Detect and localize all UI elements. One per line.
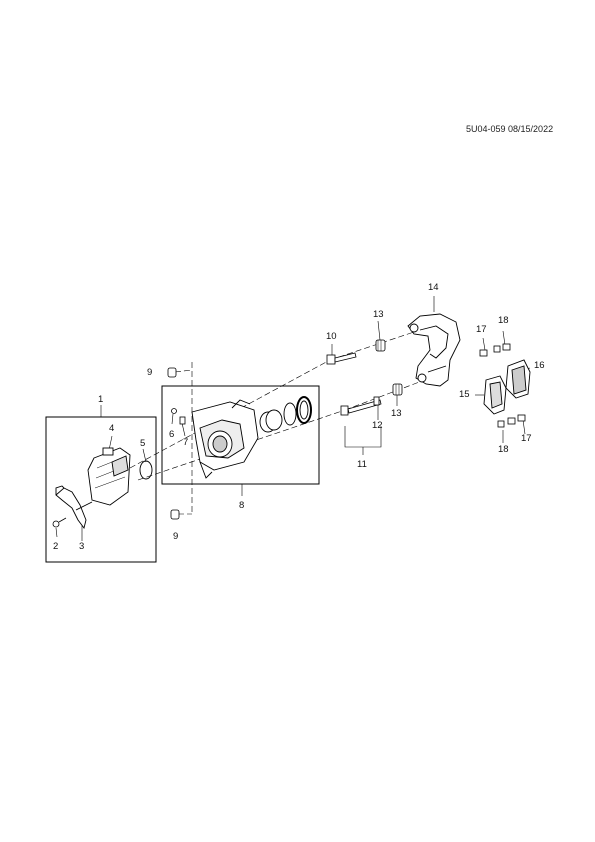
- callout-15: 15: [459, 389, 470, 400]
- part-carrier-bracket: [407, 313, 461, 387]
- callout-18-bottom: 18: [498, 444, 509, 455]
- part-o-ring: [139, 460, 153, 480]
- part-piston: [259, 409, 283, 433]
- part-brake-pad-inner: [483, 375, 507, 415]
- callout-17-bottom: 17: [521, 433, 532, 444]
- callout-18-top: 18: [498, 315, 509, 326]
- callout-1: 1: [98, 394, 104, 405]
- callout-7: 7: [183, 437, 189, 448]
- leader-lines: [55, 296, 531, 541]
- callout-8: 8: [239, 500, 245, 511]
- callout-13-top: 13: [373, 309, 384, 320]
- part-bolts-9: [167, 367, 180, 520]
- part-bracket: [55, 485, 93, 530]
- part-bolt-2: [52, 517, 67, 528]
- part-caliper-housing: [191, 399, 259, 479]
- callout-9-top: 9: [147, 367, 153, 378]
- callout-10: 10: [326, 331, 337, 342]
- part-shaft: [340, 396, 382, 416]
- part-bolts-6-7: [171, 408, 186, 425]
- callout-13-bottom: 13: [391, 408, 402, 419]
- callout-5: 5: [140, 438, 146, 449]
- part-brake-pad-outer: [505, 359, 531, 399]
- callout-11: 11: [357, 459, 367, 470]
- callout-2: 2: [53, 541, 59, 552]
- part-gears-13: [375, 339, 403, 396]
- callout-3: 3: [79, 541, 85, 552]
- part-actuator-motor: [87, 447, 131, 506]
- document-reference: 5U04-059 08/15/2022: [466, 124, 554, 134]
- callout-4: 4: [109, 423, 115, 434]
- callout-17-top: 17: [476, 324, 487, 335]
- callout-16: 16: [534, 360, 545, 371]
- part-seals: [283, 396, 312, 426]
- group-box-8: [161, 385, 320, 485]
- callout-12: 12: [372, 420, 383, 431]
- callout-9-bottom: 9: [173, 531, 179, 542]
- part-spindle: [326, 352, 357, 365]
- callout-6: 6: [169, 429, 175, 440]
- callout-14: 14: [428, 282, 439, 293]
- part-clips-17-18: [479, 343, 526, 428]
